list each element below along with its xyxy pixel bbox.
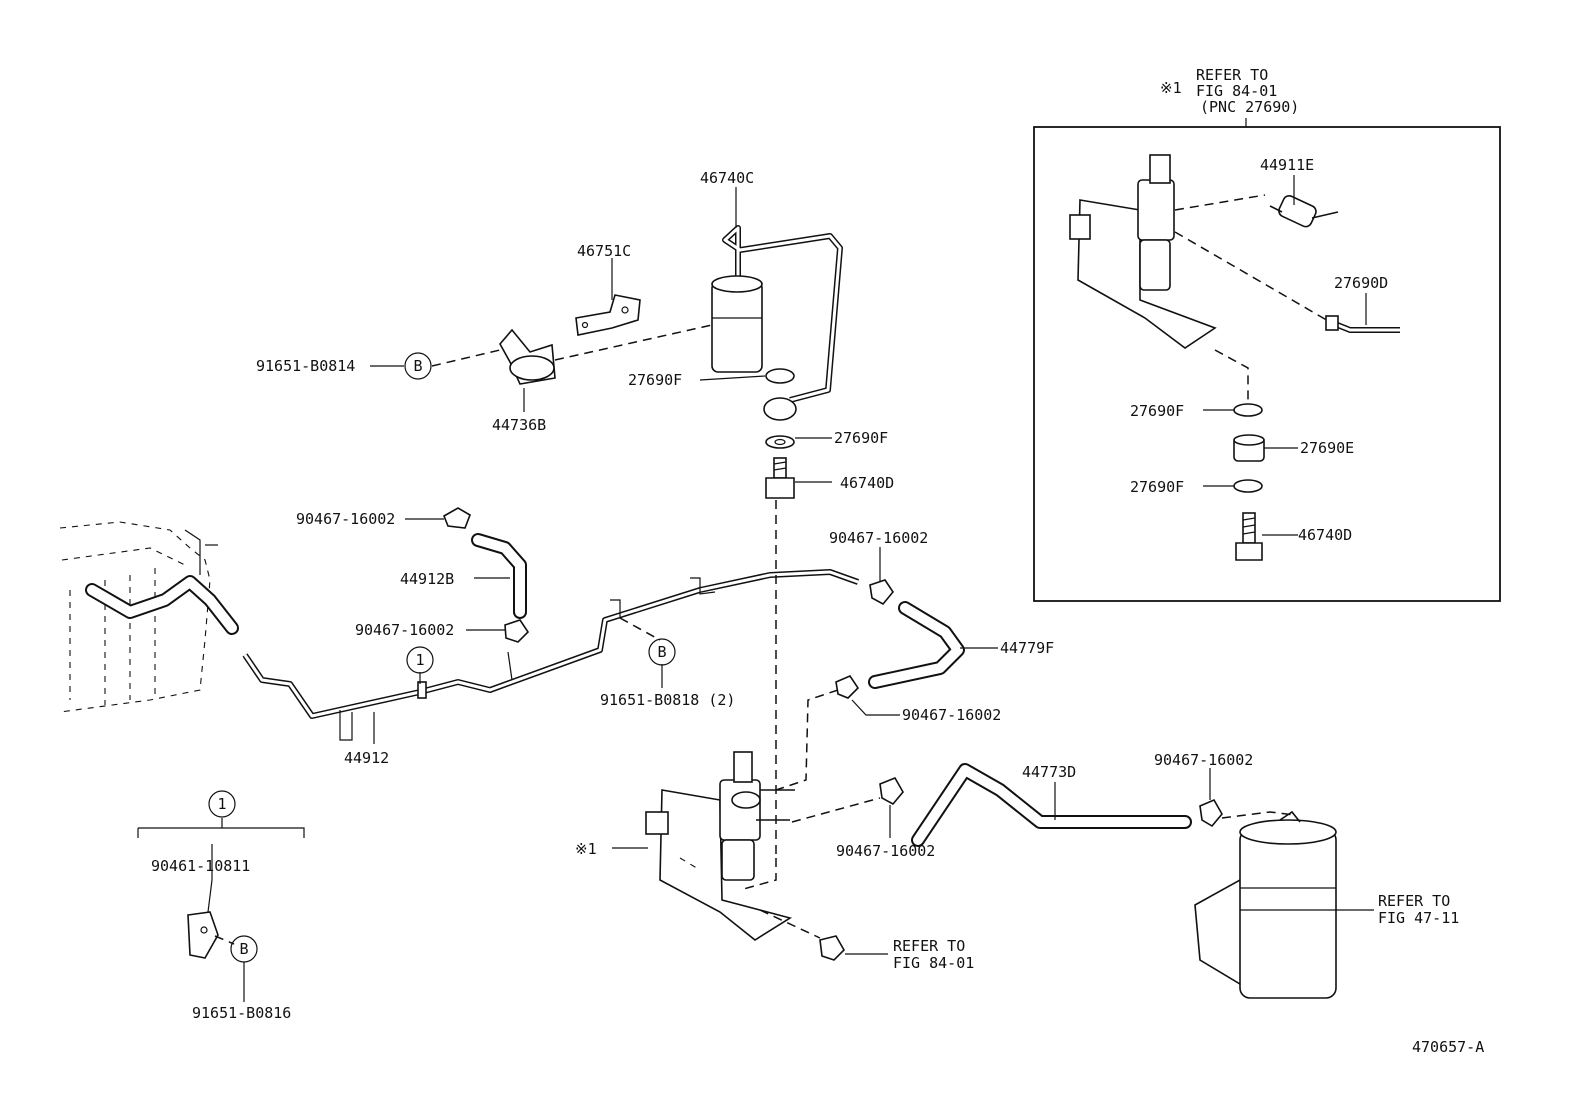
svg-text:B: B — [413, 357, 422, 375]
label-star1: ※1 — [575, 840, 597, 858]
label-90467-d: 90467-16002 — [902, 706, 1001, 724]
label-90467-a: 90467-16002 — [296, 510, 395, 528]
detail-vsv — [1069, 154, 1217, 349]
label-44773D: 44773D — [1022, 763, 1076, 781]
label-46740D-b: 46740D — [1298, 526, 1352, 544]
clip-90467-b — [504, 619, 530, 643]
detail-refer-line1: REFER TO — [1196, 66, 1268, 84]
label-46740D-a: 46740D — [840, 474, 894, 492]
label-27690F-a: 27690F — [628, 371, 682, 389]
svg-text:1: 1 — [217, 795, 226, 813]
hose-44779F — [868, 601, 965, 689]
clamp-44736B — [499, 328, 556, 385]
engine-outline — [59, 521, 239, 713]
label-refer-84-01-line1: REFER TO — [893, 937, 965, 955]
hose-44912B — [471, 533, 527, 619]
detail-box — [1033, 126, 1501, 602]
label-27690F-d: 27690F — [1130, 478, 1184, 496]
label-44779F: 44779F — [1000, 639, 1054, 657]
detail-refer-line3: (PNC 27690) — [1200, 98, 1299, 116]
label-91651-B0818: 91651-B0818 (2) — [600, 691, 735, 709]
label-27690F-c: 27690F — [1130, 402, 1184, 420]
washer-27690F — [765, 435, 795, 449]
label-91651-B0814: 91651-B0814 — [256, 357, 355, 375]
marker-B-2: B — [648, 638, 676, 666]
legend-clip-label: 91651-B0816 — [192, 1004, 291, 1022]
clip-90467-f — [1199, 798, 1223, 828]
bracket-46751C — [575, 294, 641, 336]
clip-90467-e — [879, 776, 904, 806]
label-44912: 44912 — [344, 749, 389, 767]
label-90467-e: 90467-16002 — [1154, 751, 1253, 769]
marker-B-1: B — [404, 352, 432, 380]
svg-text:B: B — [657, 643, 666, 661]
detail-marker: ※1 — [1160, 79, 1182, 97]
label-27690F-b: 27690F — [834, 429, 888, 447]
detail-44911E — [1269, 195, 1339, 228]
marker-B-3: B — [230, 935, 258, 963]
label-90467-c: 90467-16002 — [829, 529, 928, 547]
label-refer-84-01-line2: FIG 84-01 — [893, 954, 974, 972]
label-27690D: 27690D — [1334, 274, 1388, 292]
marker-1-pipe: 1 — [406, 646, 434, 674]
figure-number: 470657-A — [1412, 1038, 1484, 1056]
leader-lines — [137, 175, 1374, 1002]
bolt-refer-84-01 — [819, 935, 845, 961]
label-44912B: 44912B — [400, 570, 454, 588]
detail-washer-27690F-c — [1233, 403, 1263, 417]
pipe-44912 — [242, 569, 860, 741]
canister-46740C — [711, 225, 843, 421]
detail-washer-27690F-d — [1233, 479, 1263, 493]
vsv-canister-assembly — [645, 751, 795, 941]
svg-text:B: B — [239, 940, 248, 958]
svg-text:1: 1 — [415, 651, 424, 669]
clip-90467-c — [869, 579, 894, 606]
legend-bolt-label: 90461-10811 — [151, 857, 250, 875]
legend-bolt — [187, 911, 219, 959]
label-refer-47-11-line2: FIG 47-11 — [1378, 909, 1459, 927]
label-refer-47-11-line1: REFER TO — [1378, 892, 1450, 910]
label-90467-b: 90467-16002 — [355, 621, 454, 639]
label-44736B: 44736B — [492, 416, 546, 434]
label-90467-f: 90467-16002 — [836, 842, 935, 860]
legend-header-marker: 1 — [208, 790, 236, 818]
detail-refer-line2: FIG 84-01 — [1196, 82, 1277, 100]
label-27690E: 27690E — [1300, 439, 1354, 457]
detail-27690E — [1233, 434, 1265, 462]
label-46751C: 46751C — [577, 242, 631, 260]
label-44911E: 44911E — [1260, 156, 1314, 174]
label-46740C: 46740C — [700, 169, 754, 187]
detail-27690D — [1325, 315, 1400, 333]
clip-90467-d — [835, 675, 860, 699]
clip-90467-a — [442, 507, 471, 529]
air-cleaner-47-11 — [1194, 810, 1337, 999]
bolt-46740D — [765, 457, 795, 499]
detail-bolt-46740D — [1235, 512, 1263, 561]
hose-44773D — [911, 763, 1192, 847]
